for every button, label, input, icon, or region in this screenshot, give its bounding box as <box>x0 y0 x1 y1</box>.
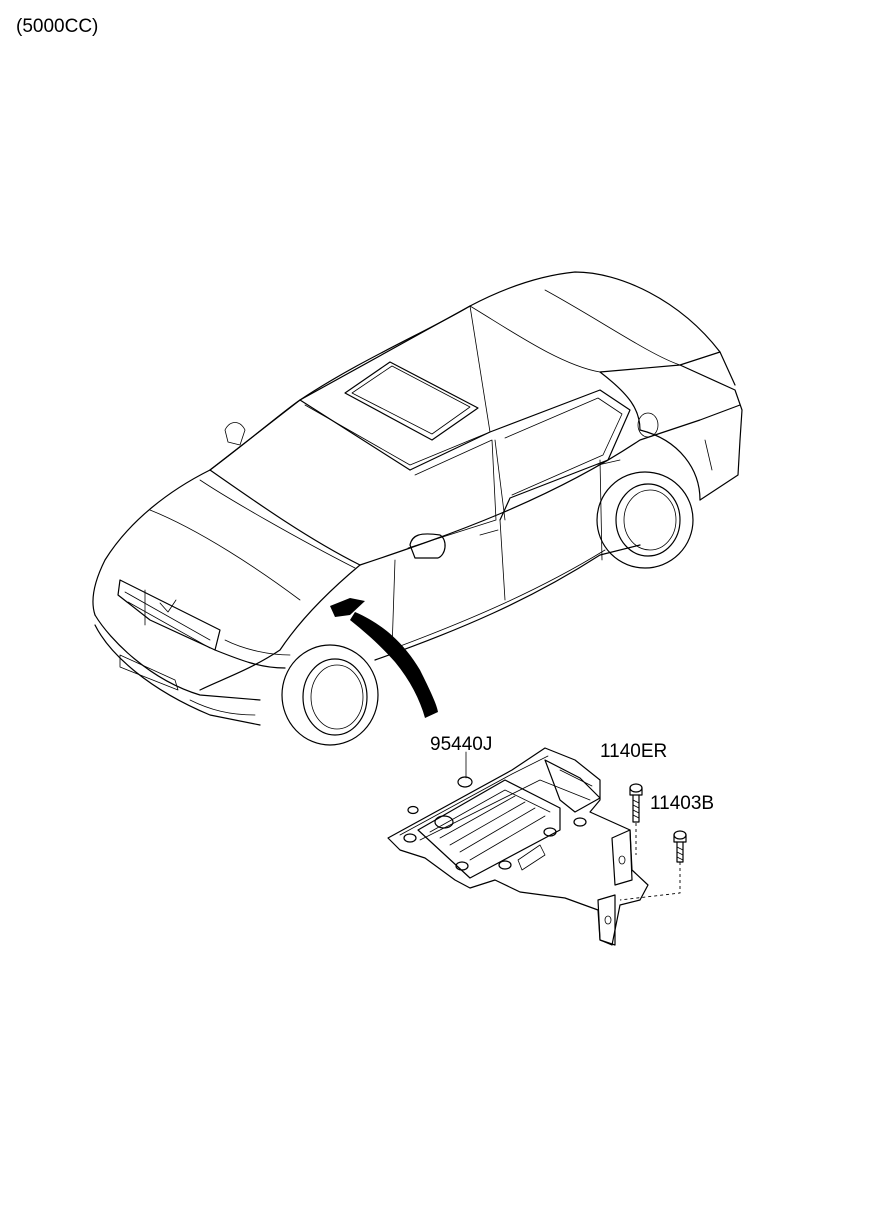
module-assembly <box>387 747 649 946</box>
part-label-11403b: 11403B <box>650 793 714 814</box>
pointer-arrow <box>350 612 438 718</box>
engine-variant-label: (5000CC) <box>16 16 99 37</box>
car-illustration <box>92 271 743 746</box>
bolt-1140er <box>629 783 643 855</box>
module-location-marker <box>330 598 365 617</box>
part-label-95440j: 95440J <box>430 734 492 755</box>
part-label-1140er: 1140ER <box>600 741 667 762</box>
bolt-11403b <box>619 830 687 901</box>
